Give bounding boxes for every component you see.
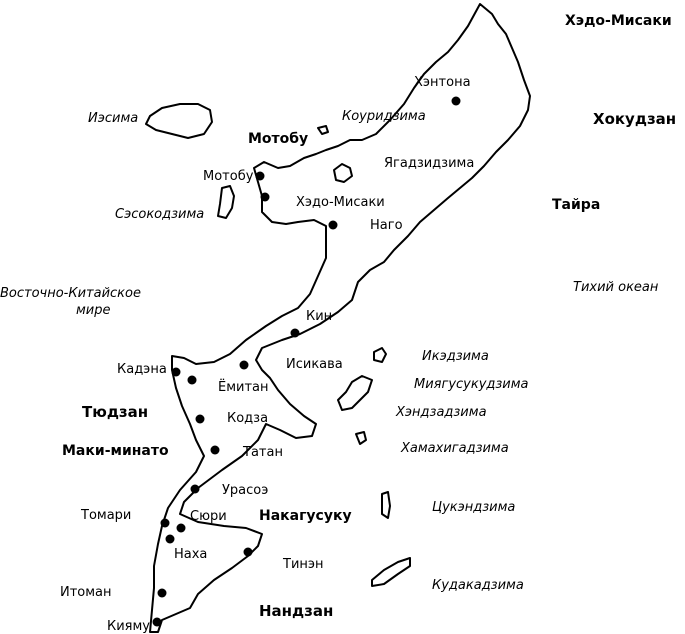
label-naha: Наха: [174, 547, 207, 562]
label-hokudzan: Хокудзан: [593, 110, 676, 128]
dot-kadena: [171, 367, 181, 377]
region-labels: Хэдо-Мисаки Хокудзан Мотобу Тайра Тюдзан…: [62, 13, 676, 620]
label-tatan: Татан: [242, 445, 283, 460]
settlement-dots: [152, 96, 461, 627]
place-labels: Хэнтона Ягадзидзима Мотобу Хэдо-Мисаки Н…: [60, 75, 474, 634]
label-motobu-town: Мотобу: [203, 169, 254, 184]
label-nakagusuku: Накагусуку: [259, 508, 352, 524]
sesokodzima-island: [217, 185, 235, 219]
label-kadena: Кадэна: [117, 362, 167, 377]
dot-naha: [165, 534, 175, 544]
label-hamahiga: Хамахигадзима: [400, 441, 509, 456]
label-henton: Хэнтона: [414, 75, 471, 90]
ikedzima-island: [373, 347, 387, 363]
motobu-islet: [317, 125, 329, 135]
label-isikawa: Исикава: [286, 357, 343, 372]
label-hendzadzima: Хэндзадзима: [395, 405, 487, 420]
label-kodza: Кодза: [227, 411, 268, 426]
miyagusukudzima-island: [337, 375, 373, 411]
label-tomari: Томари: [80, 508, 131, 523]
label-yomitan: Ёмитан: [218, 379, 269, 395]
dot-motobu-town: [255, 171, 265, 181]
label-tyudzan: Тюдзан: [82, 403, 148, 421]
label-nago: Наго: [370, 218, 403, 233]
label-kiyamu: Кияму: [107, 619, 150, 634]
label-pacific: Тихий океан: [573, 280, 659, 295]
kudakadzima-island: [371, 557, 411, 587]
label-tinen: Тинэн: [282, 557, 324, 572]
label-tsukendzima: Цукэндзима: [432, 500, 515, 515]
label-kudaka: Кудакадзима: [432, 578, 524, 593]
okinawa-main-island: [149, 3, 531, 633]
sea-labels: Восточно-Китайское мире Тихий океан: [0, 280, 659, 318]
tsukendzima-island: [381, 491, 391, 519]
dot-tomari: [160, 518, 170, 528]
dot-nago: [328, 220, 338, 230]
dot-urasoe: [190, 484, 200, 494]
label-kin: Кин: [306, 309, 332, 324]
label-motobu: Мотобу: [248, 131, 308, 147]
dot-tatan: [210, 445, 220, 455]
label-maki: Маки-минато: [62, 443, 169, 459]
label-hedo-misaki-town: Хэдо-Мисаки: [296, 195, 385, 210]
label-east-china-sea: Восточно-Китайское мире: [0, 286, 145, 318]
dot-kodza: [195, 414, 205, 424]
dot-yomitan: [187, 375, 197, 385]
dot-kiyamu: [152, 617, 162, 627]
dot-henton: [451, 96, 461, 106]
label-yagadzi: Ягадзидзима: [384, 156, 474, 171]
label-heado: Хэдо-Мисаки: [565, 13, 672, 29]
dot-kin: [290, 328, 300, 338]
label-sesokodzima: Сэсокодзима: [115, 207, 204, 222]
label-urasoe: Урасоэ: [222, 483, 268, 498]
label-syuri: Сюри: [190, 509, 227, 524]
label-iesima: Иэсима: [88, 111, 138, 126]
island-labels: Иэсима Сэсокодзима Коуридзима Икэдзима М…: [88, 109, 529, 593]
dot-motobu-south: [260, 192, 270, 202]
label-taira: Тайра: [552, 197, 600, 213]
label-kouridzima: Коуридзима: [342, 109, 426, 124]
dot-tinen: [243, 547, 253, 557]
dot-itoman: [157, 588, 167, 598]
label-itoman: Итоман: [60, 585, 112, 600]
label-miyagusuku: Миягусукудзима: [414, 377, 529, 392]
dot-isikawa: [239, 360, 249, 370]
label-east-china-sea-line2: мире: [76, 303, 111, 318]
dot-syuri: [176, 523, 186, 533]
label-ikedzima: Икэдзима: [422, 349, 489, 364]
label-east-china-sea-line1: Восточно-Китайское: [0, 286, 141, 301]
kouridzima-island: [333, 163, 353, 183]
iesima-island: [145, 103, 213, 139]
label-nandzan: Нандзан: [259, 602, 333, 620]
hamahigadzima-island: [355, 431, 367, 445]
